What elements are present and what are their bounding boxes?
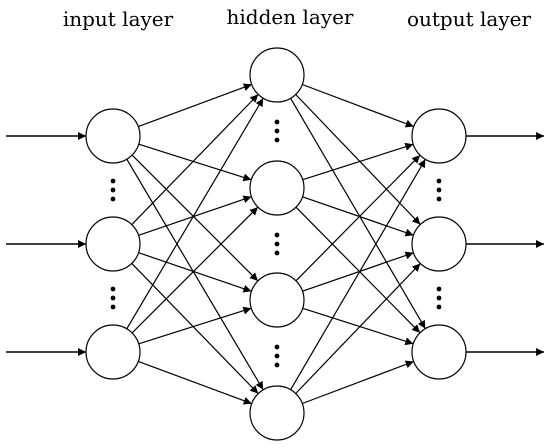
hidden-output-edge: [295, 154, 421, 282]
output-layer-title: output layer: [407, 7, 531, 31]
input-hidden-edge: [138, 83, 252, 128]
hidden-neuron: [249, 160, 305, 216]
ellipsis-dot: [274, 128, 280, 134]
ellipsis-dots: [110, 119, 442, 368]
hidden-output-edge: [302, 83, 414, 128]
input-hidden-edge: [126, 97, 264, 330]
io-arrows: [6, 132, 544, 356]
ellipsis-dot: [436, 196, 442, 202]
ellipsis-dot: [110, 178, 116, 184]
ellipsis-dot: [274, 344, 280, 350]
hidden-output-edge: [302, 307, 414, 346]
input-hidden-edge: [131, 93, 259, 226]
input-hidden-edge: [138, 195, 252, 236]
ellipsis-dot: [274, 137, 280, 143]
ellipsis-dot: [274, 362, 280, 368]
ellipsis-dot: [436, 295, 442, 301]
ellipsis-dot: [436, 286, 442, 292]
hidden-output-edge: [302, 360, 414, 405]
input-neuron: [85, 216, 141, 272]
connections: [126, 83, 426, 405]
hidden-output-edge: [302, 251, 414, 292]
input-hidden-edge: [126, 158, 264, 391]
hidden-layer-title: hidden layer: [227, 5, 354, 29]
hidden-output-edge: [290, 97, 426, 330]
ellipsis-dot: [436, 304, 442, 310]
hidden-output-edge: [295, 94, 421, 225]
hidden-neuron: [249, 385, 305, 441]
ellipsis-dot: [110, 196, 116, 202]
vertical-ellipsis: [436, 286, 442, 310]
output-neuron: [411, 324, 467, 380]
ellipsis-dot: [274, 241, 280, 247]
hidden-neuron: [249, 272, 305, 328]
ellipsis-dot: [110, 295, 116, 301]
ellipsis-dot: [274, 232, 280, 238]
vertical-ellipsis: [110, 286, 116, 310]
vertical-ellipsis: [436, 178, 442, 202]
ellipsis-dot: [436, 178, 442, 184]
input-neuron: [85, 108, 141, 164]
input-hidden-edge: [138, 360, 252, 405]
input-hidden-edge: [131, 206, 259, 334]
vertical-ellipsis: [274, 119, 280, 143]
input-neuron: [85, 324, 141, 380]
neurons: [85, 47, 467, 441]
input-hidden-edge: [138, 143, 252, 182]
vertical-ellipsis: [110, 178, 116, 202]
ellipsis-dot: [436, 187, 442, 193]
input-hidden-edge: [138, 306, 252, 345]
input-layer-title: input layer: [63, 7, 174, 31]
ellipsis-dot: [110, 304, 116, 310]
hidden-neuron: [249, 47, 305, 103]
ellipsis-dot: [110, 286, 116, 292]
hidden-output-edge: [295, 206, 421, 334]
ellipsis-dot: [274, 119, 280, 125]
input-hidden-edge: [131, 262, 259, 395]
hidden-output-edge: [290, 158, 426, 391]
output-neuron: [411, 216, 467, 272]
hidden-output-edge: [295, 263, 421, 394]
vertical-ellipsis: [274, 232, 280, 256]
output-neuron: [411, 108, 467, 164]
vertical-ellipsis: [274, 344, 280, 368]
ellipsis-dot: [110, 187, 116, 193]
input-hidden-edge: [131, 154, 259, 282]
ellipsis-dot: [274, 353, 280, 359]
input-hidden-edge: [138, 252, 252, 293]
ellipsis-dot: [274, 250, 280, 256]
hidden-output-edge: [302, 196, 414, 237]
hidden-output-edge: [302, 142, 414, 181]
